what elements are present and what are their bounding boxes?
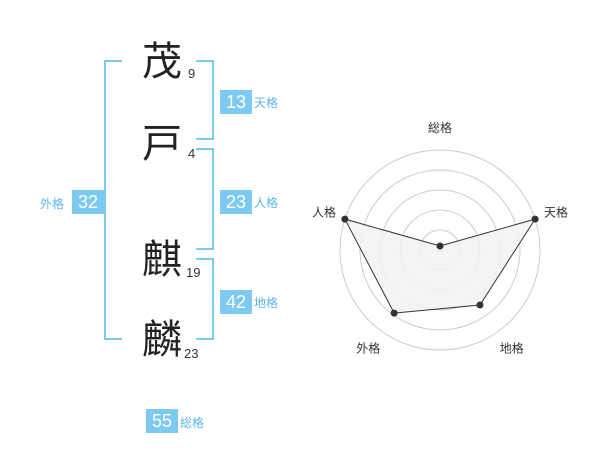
soukaku-value-badge: 55 [146,409,178,433]
jinkaku-bracket [196,148,214,250]
gaikaku-bracket [104,60,122,340]
radar-ring-4 [359,169,521,331]
jinkaku-value-badge: 23 [220,190,252,214]
gaikaku-value-badge: 32 [72,190,104,214]
radar-area [343,218,537,314]
stroke-count-1: 9 [188,66,196,81]
radar-ring-5 [339,149,541,351]
chikaku-value-badge: 42 [220,290,252,314]
tenkaku-bracket [196,60,214,140]
gaikaku-label: 外格 [40,197,65,211]
radar-axis-label-3: 外格 [356,341,380,356]
radar-point-0 [436,242,444,250]
name-char-1: 茂 [142,39,182,85]
name-char-3: 麒 [142,237,182,283]
radar-point-1 [531,215,539,223]
stroke-count-3: 19 [186,265,201,280]
radar-axis-label-4: 人格 [312,204,336,219]
radar-point-3 [390,309,398,317]
tenkaku-label: 天格 [254,96,279,110]
stroke-count-4: 23 [184,346,199,361]
radar-point-2 [476,301,484,309]
radar-point-4 [341,215,349,223]
tenkaku-value-badge: 13 [220,90,252,114]
name-char-4: 麟 [142,317,182,363]
radar-axis-label-1: 天格 [544,204,568,219]
soukaku-label: 総格 [180,416,205,430]
radar-axis-label-2: 地格 [500,341,524,356]
name-char-2: 戸 [142,121,182,167]
chikaku-label: 地格 [254,296,279,310]
jinkaku-label: 人格 [254,196,279,210]
stroke-count-2: 4 [188,146,196,161]
chikaku-bracket [196,258,214,340]
radar-axis-label-0: 総格 [428,120,452,135]
